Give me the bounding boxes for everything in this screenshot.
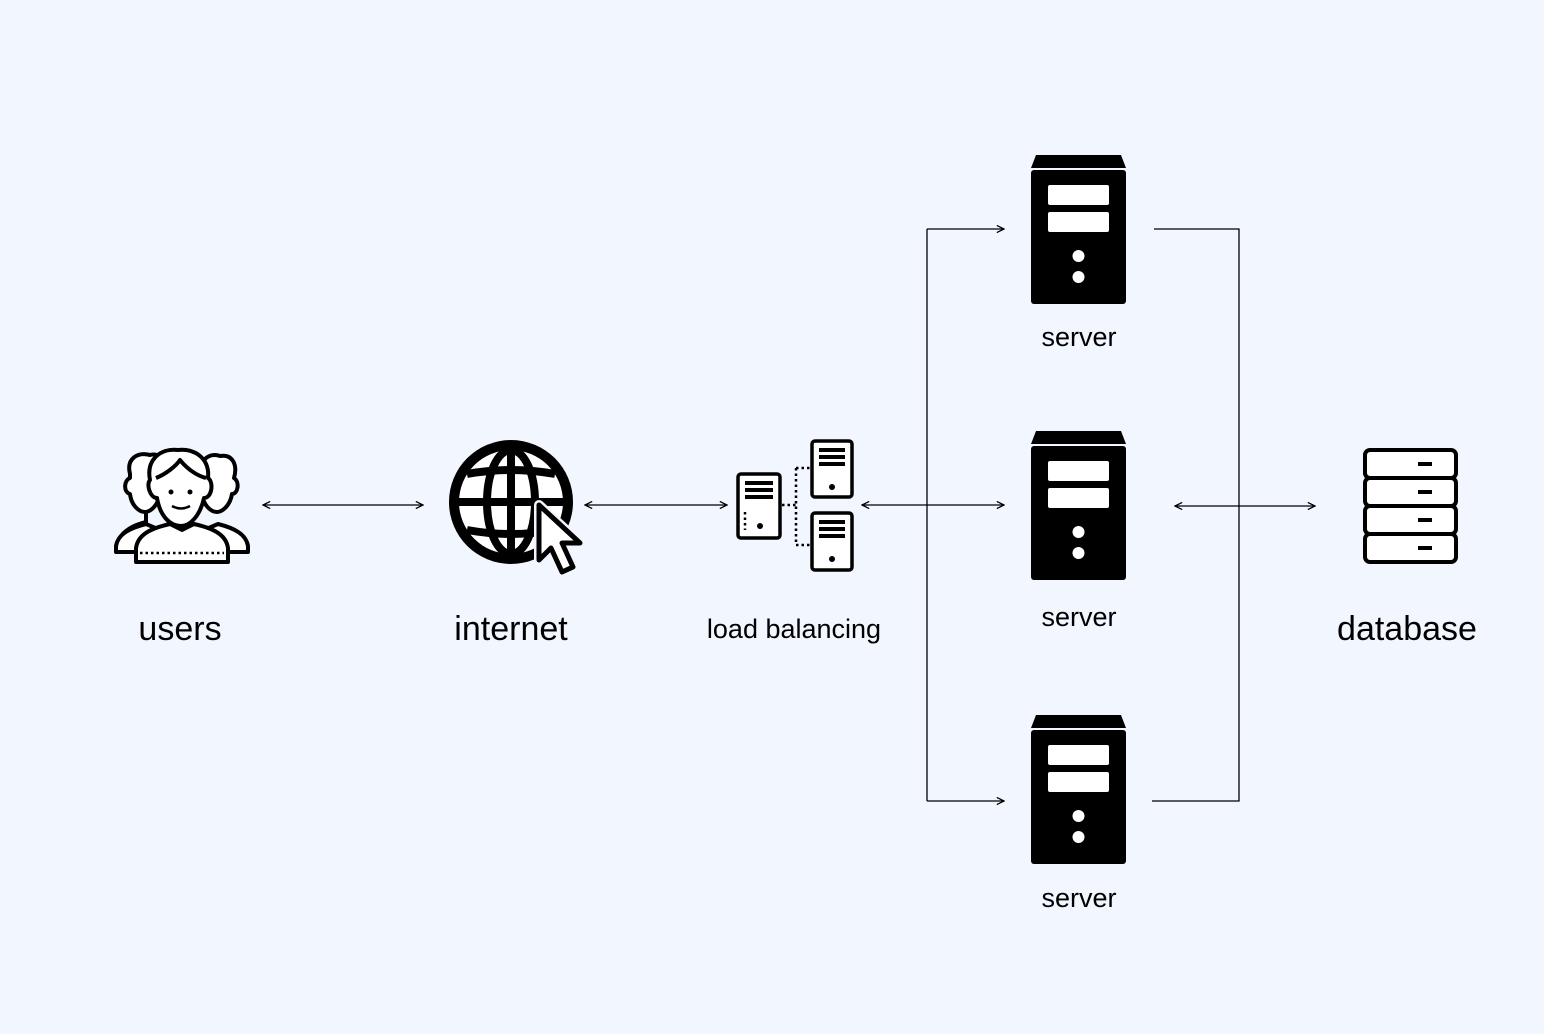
database-icon [1363,448,1458,564]
server-label-2: server [1041,602,1117,632]
users-icon-details [140,489,224,555]
server-label-3: server [1041,883,1117,913]
server-icon [1031,431,1126,580]
internet-label: internet [454,610,568,648]
server-icon [1031,715,1126,864]
server-icon [1031,155,1126,304]
users-label: users [138,610,222,648]
edge-loadbalancer-servers [862,229,1004,801]
edge-servers-database [1152,228,1315,802]
globe-cursor-icon [449,440,585,577]
load-balancer-label: load balancing [706,614,882,644]
load-balancer-icon [736,439,854,572]
database-label: database [1337,610,1477,648]
users-icon [114,447,250,564]
server-label-1: server [1041,322,1117,352]
